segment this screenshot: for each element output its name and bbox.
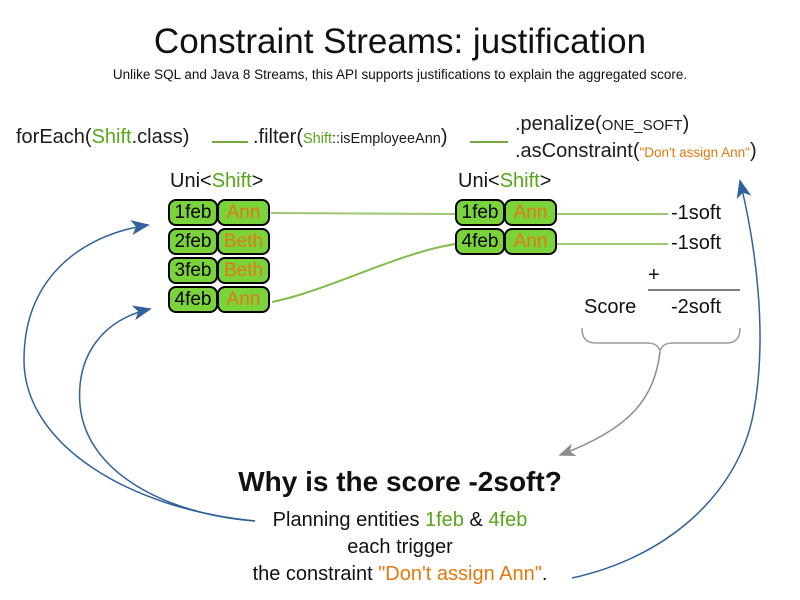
entity-date-cell: 4feb xyxy=(455,228,505,255)
line1-entity1: 1feb xyxy=(425,509,464,531)
table-row: 1feb Ann xyxy=(455,199,557,226)
explanation-line-2: each trigger xyxy=(347,536,453,558)
right-type-pre: Uni< xyxy=(458,170,500,192)
code-filter-pre: .filter( xyxy=(253,126,303,148)
entity-employee-cell: Ann xyxy=(217,286,270,313)
page-title: Constraint Streams: justification xyxy=(153,22,647,61)
blue-arrow-to-4feb xyxy=(78,305,256,522)
blue-arrow-to-1feb xyxy=(23,220,256,522)
score-label: Score xyxy=(584,296,637,318)
entity-employee-cell: Beth xyxy=(217,228,270,255)
code-asconstraint: .asConstraint("Don't assign Ann") xyxy=(515,140,757,163)
entity-employee-cell: Ann xyxy=(504,199,557,226)
code-asconstraint-post: ) xyxy=(749,140,757,162)
score-underbrace xyxy=(581,327,741,354)
explanation-line-3: the constraint "Don't assign Ann". xyxy=(0,563,800,586)
code-foreach-pre: forEach( xyxy=(16,126,92,148)
score-value: -2soft xyxy=(671,296,722,318)
code-asconstraint-pre: .asConstraint( xyxy=(515,140,640,162)
right-stream-type-label: Uni<Shift> xyxy=(458,170,551,193)
line1-entity2: 4feb xyxy=(488,509,528,531)
left-type-pre: Uni< xyxy=(170,170,212,192)
line1-pre: Planning entities xyxy=(272,509,425,531)
plus-sign: + xyxy=(648,264,660,286)
code-foreach: forEach(Shift.class) xyxy=(16,126,189,149)
code-foreach-class: Shift xyxy=(91,126,132,148)
right-type-class: Shift xyxy=(499,170,540,192)
code-filter-arg-class: Shift xyxy=(303,131,333,147)
left-stream-type-label: Uni<Shift> xyxy=(170,170,263,193)
code-filter-post: ) xyxy=(440,126,448,148)
code-filter: .filter(Shift::isEmployeeAnn) xyxy=(253,126,448,149)
explanation-line-1: Planning entities 1feb & 4feb xyxy=(0,509,800,532)
code-penalize-post: ) xyxy=(682,113,690,135)
line3-post: . xyxy=(541,563,548,585)
table-row: 4feb Ann xyxy=(455,228,557,255)
why-heading: Why is the score -2soft? xyxy=(238,466,562,497)
blue-arrow-to-asconstraint xyxy=(571,179,761,579)
entity-employee-cell: Beth xyxy=(217,257,270,284)
stream-connector-1feb xyxy=(270,212,456,215)
penalty-value-1: -1soft xyxy=(671,202,722,224)
code-penalize-arg: ONE_SOFT xyxy=(601,117,683,134)
table-row: 2feb Beth xyxy=(168,228,270,255)
stream-connector-4feb xyxy=(271,243,457,303)
left-type-class: Shift xyxy=(211,170,252,192)
entity-employee-cell: Ann xyxy=(504,228,557,255)
left-stream-table: 1feb Ann 2feb Beth 3feb Beth 4feb Ann xyxy=(168,199,270,315)
entity-date-cell: 1feb xyxy=(455,199,505,226)
code-asconstraint-arg: "Don't assign Ann" xyxy=(639,145,750,160)
line3-constraint: "Don't assign Ann" xyxy=(378,563,542,585)
gray-arrow-to-why xyxy=(558,351,661,456)
left-type-post: > xyxy=(251,170,264,192)
table-row: 4feb Ann xyxy=(168,286,270,313)
table-row: 1feb Ann xyxy=(168,199,270,226)
line1-mid: & xyxy=(463,509,489,531)
page-subtitle: Unlike SQL and Java 8 Streams, this API … xyxy=(112,67,688,82)
entity-date-cell: 3feb xyxy=(168,257,218,284)
code-penalize: .penalize(ONE_SOFT) xyxy=(515,113,689,136)
code-penalize-pre: .penalize( xyxy=(515,113,602,135)
code-foreach-post: .class) xyxy=(131,126,190,148)
entity-date-cell: 1feb xyxy=(168,199,218,226)
code-filter-arg-rest: ::isEmployeeAnn xyxy=(332,131,441,147)
penalty-value-2: -1soft xyxy=(671,232,722,254)
entity-date-cell: 2feb xyxy=(168,228,218,255)
right-type-post: > xyxy=(539,170,552,192)
table-row: 3feb Beth xyxy=(168,257,270,284)
entity-date-cell: 4feb xyxy=(168,286,218,313)
line3-pre: the constraint xyxy=(252,563,379,585)
right-stream-table: 1feb Ann 4feb Ann xyxy=(455,199,557,257)
entity-employee-cell: Ann xyxy=(217,199,270,226)
